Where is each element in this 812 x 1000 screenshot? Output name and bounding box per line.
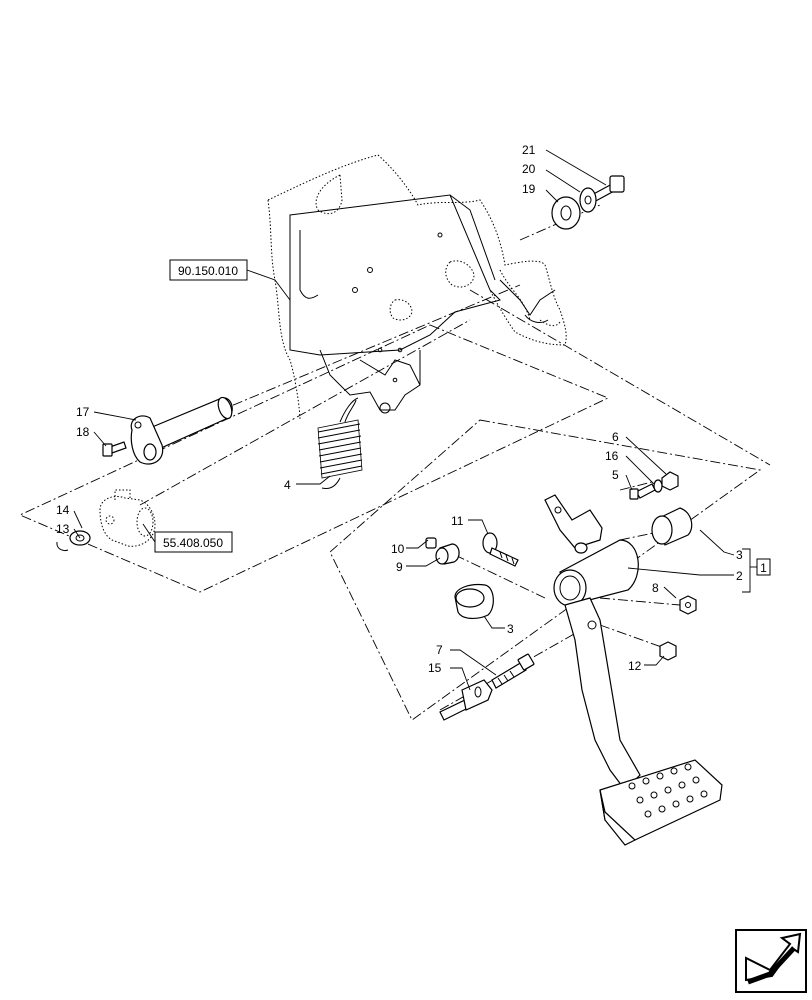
reference-kit-label: 1 xyxy=(760,561,767,575)
washer-20 xyxy=(579,187,597,213)
adjuster-bolt-11 xyxy=(482,532,519,567)
reference-frame-label: 90.150.010 xyxy=(178,264,238,278)
stud-5 xyxy=(629,483,656,500)
callout-9: 9 xyxy=(396,560,403,574)
brake-pedal xyxy=(544,494,723,846)
kit-bracket xyxy=(742,548,757,593)
next-page-arrow-icon[interactable] xyxy=(735,929,807,993)
bushing-3-right xyxy=(651,507,693,546)
pivot-pin xyxy=(144,396,233,453)
callout-20: 20 xyxy=(522,162,536,176)
valve-body xyxy=(99,489,156,547)
callout-11: 11 xyxy=(451,514,464,528)
callout-18: 18 xyxy=(76,425,90,439)
reference-frame[interactable]: 90.150.010 xyxy=(169,259,248,281)
retaining-plate xyxy=(130,415,164,465)
frame-outline xyxy=(267,154,567,421)
callout-3-left: 3 xyxy=(507,622,514,636)
nut-6 xyxy=(661,471,679,491)
push-rod-7 xyxy=(491,653,535,689)
callout-19: 19 xyxy=(522,182,536,196)
bushing-9 xyxy=(435,543,460,565)
callout-12: 12 xyxy=(628,659,642,673)
callout-2: 2 xyxy=(736,569,743,583)
callout-3-right: 3 xyxy=(736,548,743,562)
frame-bracket xyxy=(289,194,556,414)
leader-lines xyxy=(73,149,735,691)
clevis-15 xyxy=(439,679,493,721)
callout-13: 13 xyxy=(56,522,70,536)
callout-16: 16 xyxy=(605,449,619,463)
plate-bolt xyxy=(102,441,127,457)
callout-5: 5 xyxy=(612,468,619,482)
callout-15: 15 xyxy=(428,661,442,675)
reference-valve-label: 55.408.050 xyxy=(163,536,223,550)
callout-6: 6 xyxy=(612,430,619,444)
screw-10 xyxy=(425,537,437,549)
reference-kit[interactable]: 1 xyxy=(756,558,771,576)
pedal-pad-holes xyxy=(628,763,708,818)
nut-8 xyxy=(679,595,697,615)
callout-10: 10 xyxy=(391,542,405,556)
callout-21: 21 xyxy=(522,143,536,157)
callout-14: 14 xyxy=(56,503,70,517)
bushing-3-left xyxy=(454,583,494,619)
callout-8: 8 xyxy=(652,581,659,595)
washer-16 xyxy=(653,479,663,493)
callout-numbers: 21 20 19 17 18 4 14 13 6 16 5 11 10 9 3 … xyxy=(56,143,743,675)
callout-7: 7 xyxy=(436,643,443,657)
return-spring xyxy=(317,397,363,489)
bushing-19 xyxy=(551,196,581,230)
assembly-centerlines xyxy=(18,204,771,721)
callout-17: 17 xyxy=(76,405,90,419)
nut-12 xyxy=(659,641,677,661)
callout-4: 4 xyxy=(284,478,291,492)
reference-valve[interactable]: 55.408.050 xyxy=(154,531,233,553)
